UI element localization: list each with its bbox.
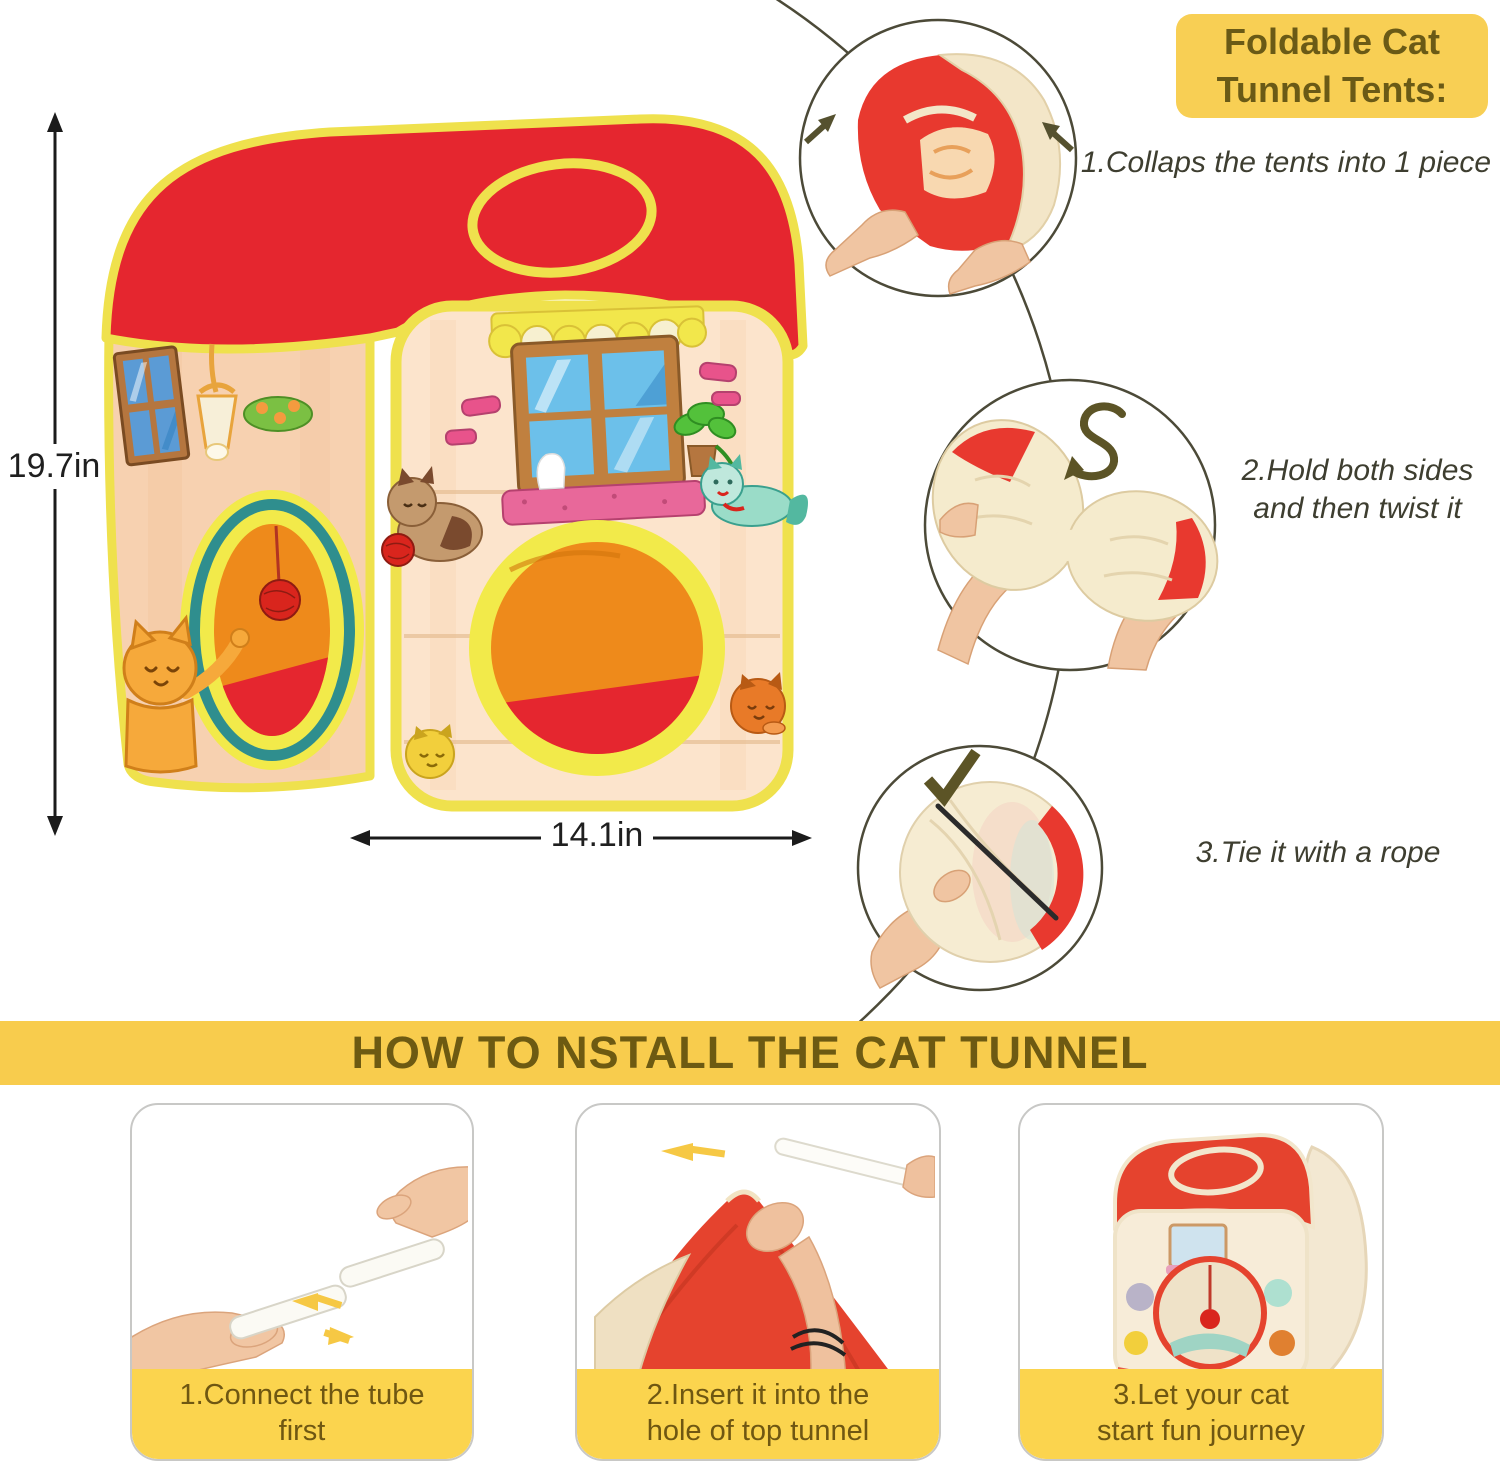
tube-pole — [774, 1137, 935, 1193]
cat-brown-with-yarn — [381, 466, 483, 567]
mini-tent-side — [1302, 1145, 1368, 1382]
insert-arrow-icon — [661, 1143, 726, 1161]
hanging-ball-toy — [259, 579, 301, 621]
fold-step3-photo-circle — [856, 744, 1104, 992]
fold-step1-label: 1.Collaps the tents into 1 piece — [1080, 146, 1492, 179]
title-badge: Foldable Cat Tunnel Tents: — [1176, 14, 1488, 118]
install-step1-caption: 1.Connect the tube first — [132, 1368, 472, 1459]
cat-yellow-sleeping — [405, 724, 455, 779]
cat-side-waving — [122, 614, 250, 774]
checkmark-icon — [923, 748, 981, 807]
install-step3-caption: 3.Let your cat start fun journey — [1020, 1368, 1382, 1459]
install-step2-panel: 2.Insert it into the hole of top tunnel — [575, 1103, 941, 1461]
cat-tent-illustration — [101, 114, 808, 812]
install-step1-photo — [132, 1166, 468, 1387]
cat-orange-sleeping — [730, 672, 786, 735]
fold-step3-label: 3.Tie it with a rope — [1195, 836, 1441, 869]
width-dimension-label: 14.1in — [541, 813, 653, 858]
cat-teal-running — [700, 454, 808, 527]
side-lamp — [196, 343, 238, 461]
tube-segment-right — [339, 1238, 445, 1288]
height-dimension-label: 19.7in — [4, 444, 104, 489]
fold-step1-photo-circle — [798, 18, 1078, 298]
pink-bricks — [444, 361, 741, 446]
install-step3-photo — [1113, 1132, 1368, 1389]
roof-oval-ring — [467, 158, 657, 278]
white-cat-on-sill — [536, 452, 566, 490]
side-flowers — [243, 396, 313, 432]
fold-direction-arrows-icon — [803, 114, 1075, 153]
install-banner: HOW TO NSTALL THE CAT TUNNEL — [0, 1021, 1500, 1085]
front-window — [501, 334, 706, 526]
fold-step2-photo-circle — [923, 378, 1219, 672]
install-step3-panel: 3.Let your cat start fun journey — [1018, 1103, 1384, 1461]
left-hand — [825, 209, 919, 277]
arm — [777, 1235, 848, 1397]
side-window — [112, 345, 191, 467]
fold-step2-label: 2.Hold both sides and then twist it — [1241, 454, 1474, 526]
install-step2-photo — [594, 1137, 935, 1397]
title-text: Foldable Cat Tunnel Tents: — [1216, 21, 1448, 110]
install-step1-panel: 1.Connect the tube first — [130, 1103, 474, 1461]
install-step2-caption: 2.Insert it into the hole of top tunnel — [577, 1368, 939, 1459]
right-hand — [947, 239, 1031, 295]
connect-arrows-icon — [292, 1293, 354, 1345]
twist-icon — [1064, 402, 1126, 481]
wrist-band — [790, 1328, 847, 1357]
front-door-hole — [469, 520, 725, 776]
side-door-oval — [180, 490, 364, 770]
tie-rope — [935, 803, 1059, 921]
